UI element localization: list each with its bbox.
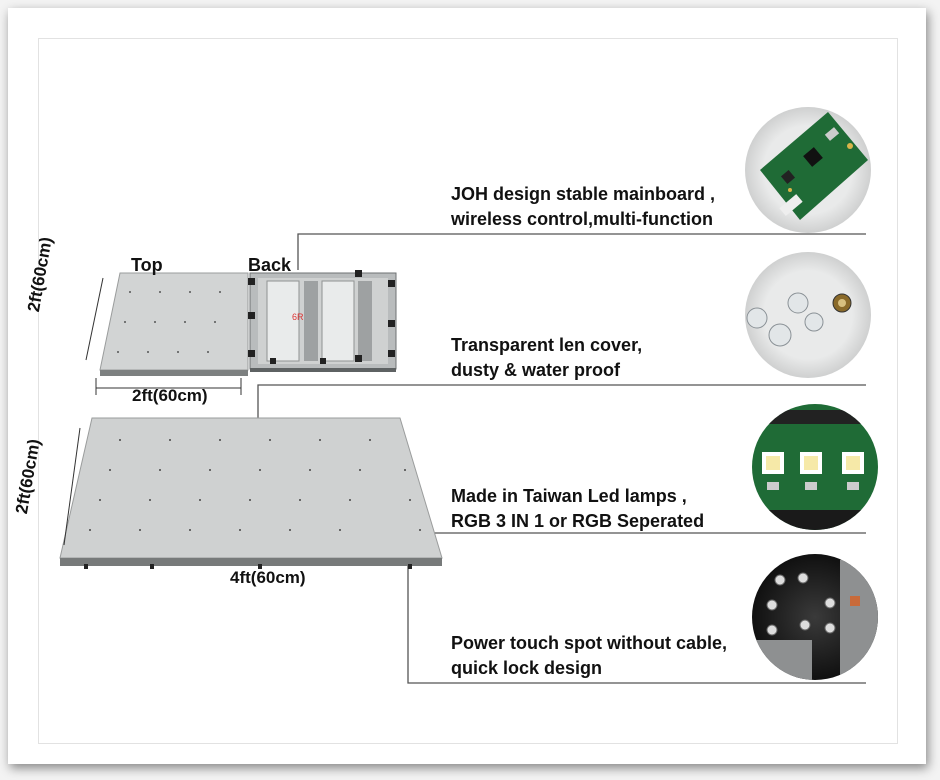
large-bottom-dimension: 4ft(60cm) bbox=[230, 568, 306, 587]
led-lamps-photo bbox=[752, 404, 878, 530]
feature-power-spot: Power touch spot without cable,quick loc… bbox=[451, 633, 728, 678]
mainboard-photo bbox=[745, 107, 871, 233]
back-label: Back bbox=[248, 255, 292, 275]
small-bottom-dimension: 2ft(60cm) bbox=[132, 386, 208, 405]
back-panel: 6R bbox=[248, 270, 397, 372]
lens-cover-photo bbox=[745, 252, 871, 378]
small-dim-lines bbox=[85, 277, 242, 395]
large-panel bbox=[59, 417, 443, 569]
feature-led-lamps: Made in Taiwan Led lamps ,RGB 3 IN 1 or … bbox=[451, 486, 705, 531]
power-spot-photo bbox=[752, 554, 878, 680]
feature-lens-cover: Transparent len cover,dusty & water proo… bbox=[451, 335, 643, 380]
feature-mainboard: JOH design stable mainboard ,wireless co… bbox=[451, 184, 716, 229]
top-panel bbox=[99, 272, 249, 376]
svg-text:6R: 6R bbox=[292, 312, 304, 322]
top-label: Top bbox=[131, 255, 163, 275]
inner-frame bbox=[38, 38, 898, 744]
